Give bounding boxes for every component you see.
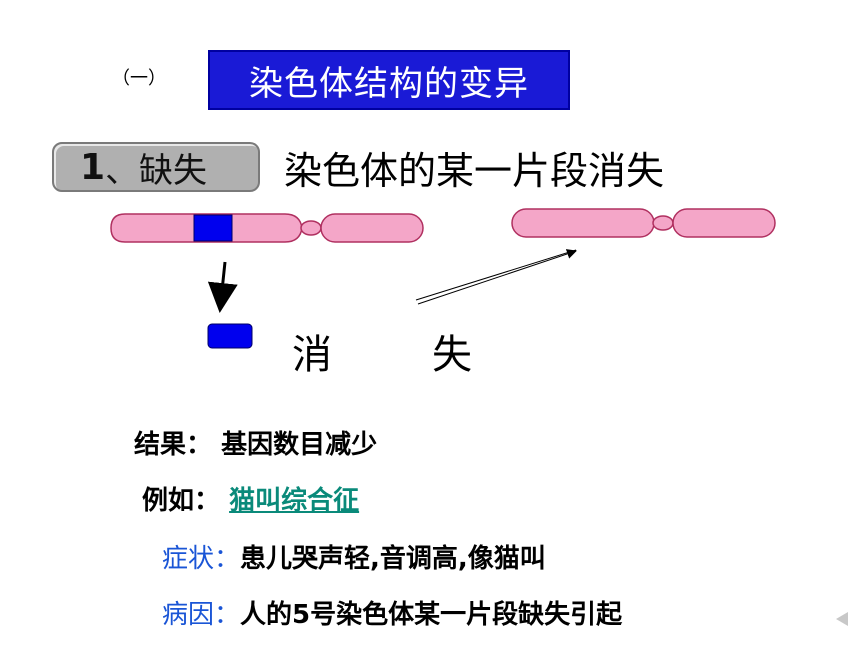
symptom-label: 症状： [162,544,241,574]
result-right-arm [672,208,776,238]
heading-badge: 1、缺失 [52,142,260,192]
diagonal-arrow [417,249,577,305]
original-chromosome [110,213,424,243]
heading-term: 、缺失 [105,150,208,191]
definition-text: 染色体的某一片段消失 [284,149,665,193]
cause-value: 人的5号染色体某一片段缺失引起 [240,600,623,630]
chromosome-right-arm [320,213,424,243]
example-row: 例如： 猫叫综合征 [142,480,359,517]
heading-number: 1 [80,146,106,188]
cri-du-chat-link[interactable]: 猫叫综合征 [229,486,360,516]
title-box: 染色体结构的变异 [208,50,570,110]
result-left-arm [511,208,655,238]
section-number: （一） [112,68,166,89]
result-centromere [652,215,674,231]
result-label: 结果： [134,430,213,460]
section-title: 染色体结构的变异 [249,63,529,104]
cause-label: 病因： [162,600,241,630]
diagonal-arrow-line1 [415,249,577,301]
vanish-label: 消 失 [292,332,502,378]
triangle-left-icon[interactable] [836,612,848,626]
cause-row: 病因：人的5号染色体某一片段缺失引起 [162,594,622,631]
deleted-chromosome [511,208,776,238]
deleted-segment-marker [193,214,233,242]
result-row: 结果： 基因数目减少 [134,424,377,461]
symptom-row: 症状：患儿哭声轻,音调高,像猫叫 [162,538,546,575]
centromere [300,220,322,236]
symptom-value: 患儿哭声轻,音调高,像猫叫 [240,544,546,574]
result-value: 基因数目减少 [221,430,378,460]
down-arrow [207,261,238,313]
example-label: 例如： [142,486,221,516]
removed-segment [207,323,253,349]
